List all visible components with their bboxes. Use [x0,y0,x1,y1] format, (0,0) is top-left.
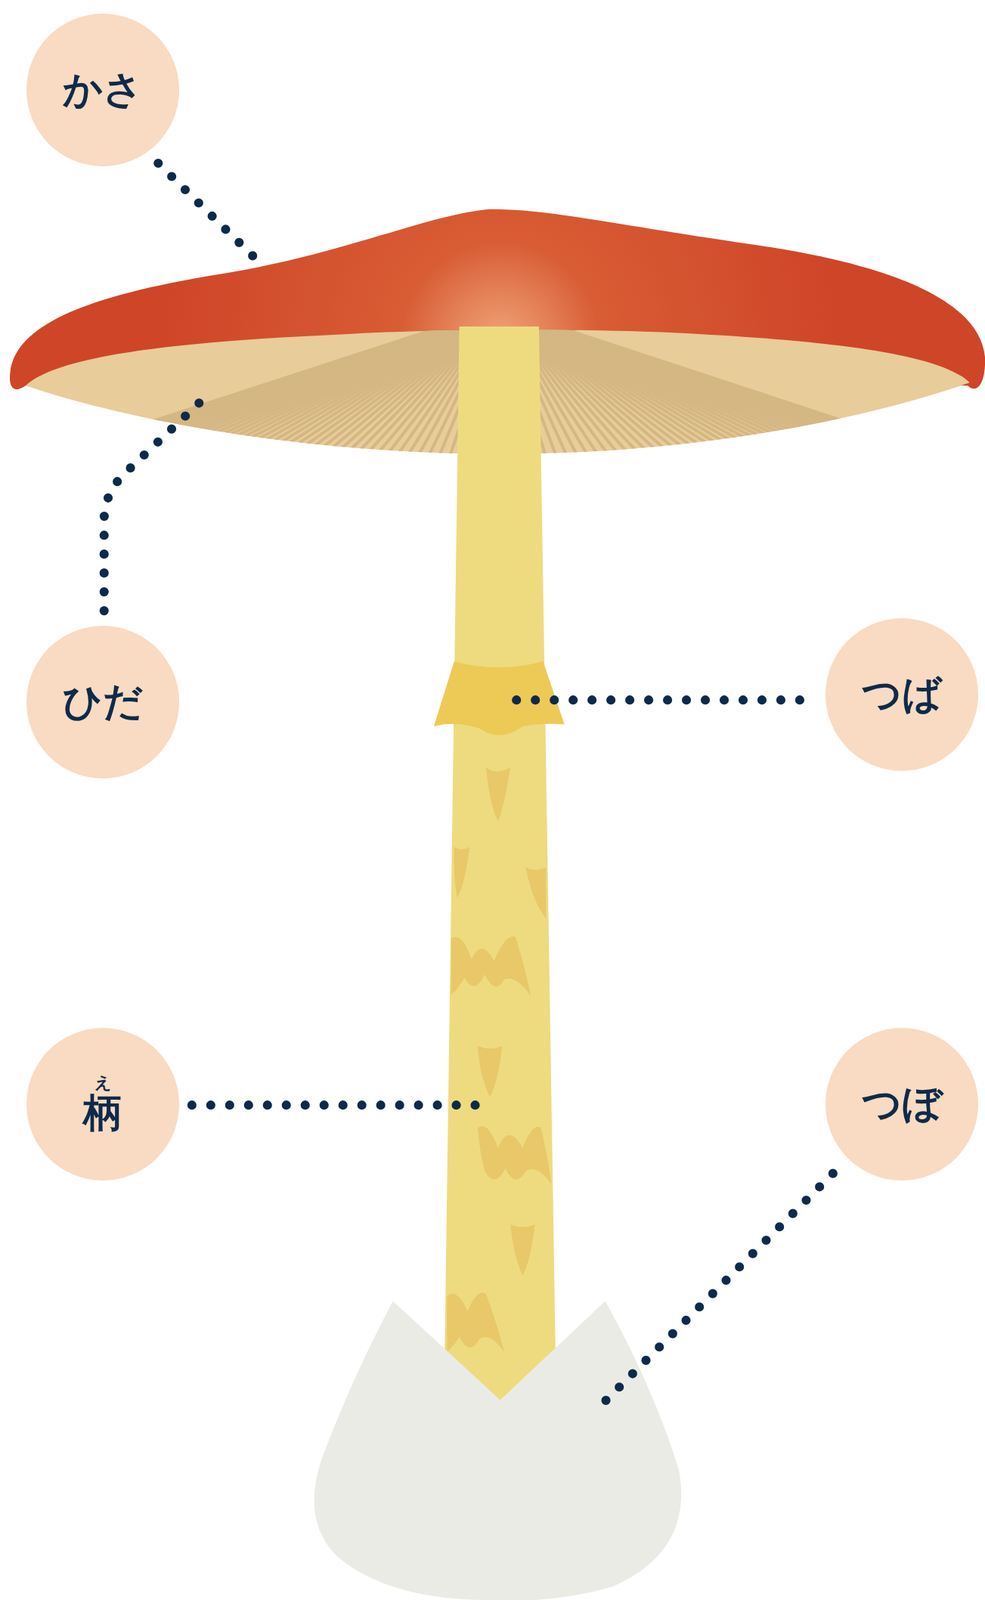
gill-line [289,326,475,465]
mushroom-stem [443,326,557,1401]
stem-texture [446,767,552,1353]
circle-fill [825,618,979,772]
leader-line [192,1100,478,1110]
part-name: ひだ [62,680,143,724]
part-name: つば [861,672,942,716]
label-circle: かさ [26,13,180,167]
part-name: つぼ [861,1082,942,1126]
gill-line [267,326,473,465]
circle-fill [825,1028,979,1181]
label-circle: ひだ [26,625,180,779]
circle-fill [26,625,180,779]
leader-line [157,163,261,264]
leader-line [516,695,802,705]
circle-fill [26,13,180,167]
part-name: 柄 [83,1091,123,1135]
gill-line [557,326,976,465]
leader-line [600,1173,834,1407]
mushroom-ring [433,661,565,736]
mushroom-volva [314,1300,682,1600]
label-circle: つぼ [825,1028,979,1181]
circle-fill [26,1028,180,1181]
leader-line [104,402,200,621]
leader-lines [104,163,834,1407]
label-circle: つば [825,618,979,772]
label-circle: え柄 [26,1028,180,1181]
part-name: かさ [62,68,143,112]
ruby-text: え [94,1074,112,1093]
